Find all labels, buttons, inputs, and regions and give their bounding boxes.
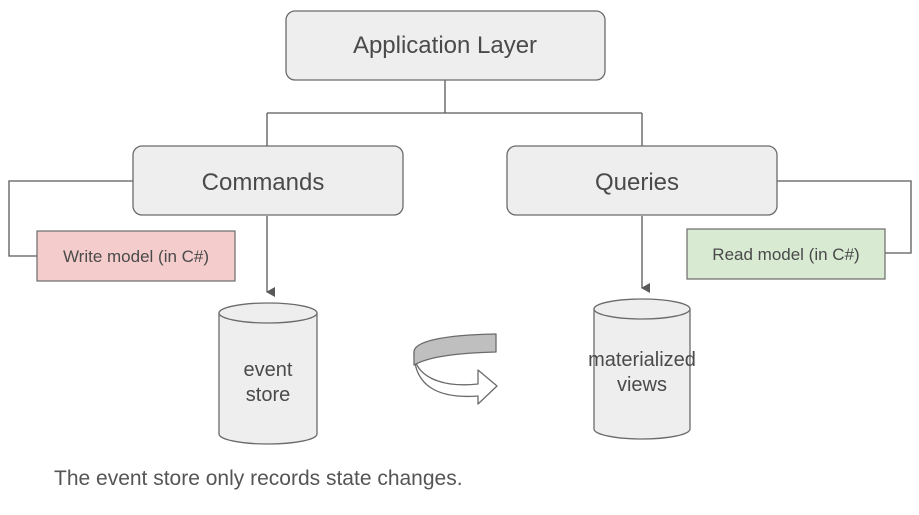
commands-box: Commands xyxy=(132,145,404,216)
write-model-label: Write model (in C#) xyxy=(63,247,209,266)
event-store-cylinder: event store xyxy=(218,302,318,445)
application-layer-box: Application Layer xyxy=(285,10,606,81)
connectors xyxy=(8,80,912,297)
connector-queries-read xyxy=(777,180,912,254)
commands-label: Commands xyxy=(202,169,325,196)
views-label-line2: views xyxy=(617,374,667,396)
queries-box: Queries xyxy=(506,145,778,216)
event-store-label-line2: store xyxy=(246,384,290,406)
event-store-label-line1: event xyxy=(244,359,293,381)
application-layer-label: Application Layer xyxy=(353,32,537,59)
materialized-views-cylinder: materialized views xyxy=(588,298,696,440)
read-model-label: Read model (in C#) xyxy=(712,245,859,264)
caption-text: The event store only records state chang… xyxy=(54,467,463,490)
write-model-box: Write model (in C#) xyxy=(36,230,236,282)
views-label-line1: materialized xyxy=(588,349,696,371)
read-model-box: Read model (in C#) xyxy=(686,228,886,280)
queries-label: Queries xyxy=(595,169,679,196)
curved-arrow-icon xyxy=(413,333,498,405)
connector-commands-write xyxy=(8,180,133,257)
